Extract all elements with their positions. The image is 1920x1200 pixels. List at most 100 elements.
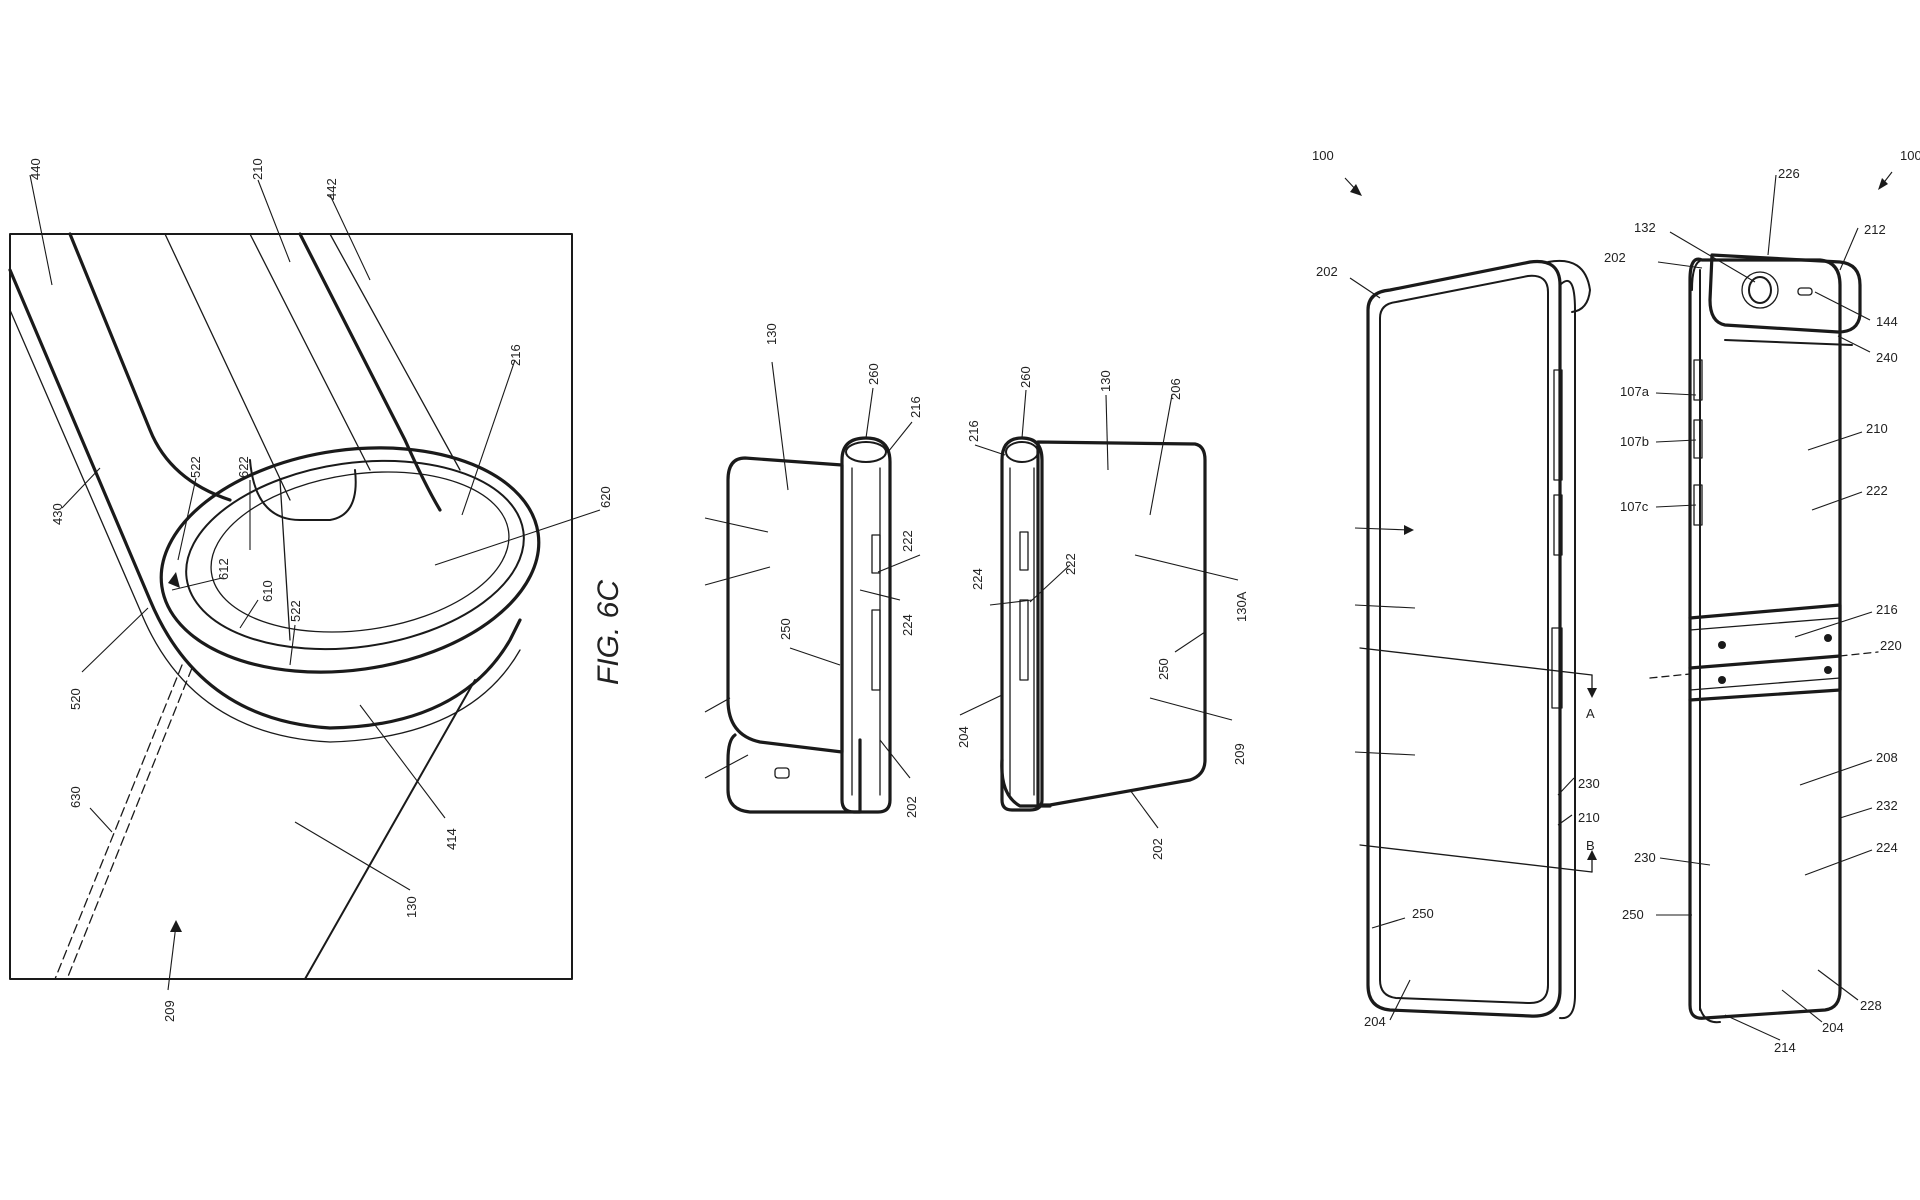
left-button-1 <box>872 535 880 573</box>
folded-device-left-view: 130 260 216 222 224 250 202 <box>705 323 923 818</box>
hinge-screw-3 <box>1718 676 1726 684</box>
label-202-front: 202 <box>1316 264 1338 279</box>
label-107c: 107c <box>1620 499 1649 514</box>
label-130: 130 <box>404 896 419 918</box>
label-204-front: 204 <box>1364 1014 1386 1029</box>
hinge-screw-4 <box>1824 666 1832 674</box>
back-body-outer <box>1690 259 1840 1018</box>
label-220: 220 <box>1880 638 1902 653</box>
label-224-back: 224 <box>1876 840 1898 855</box>
left-hinge-top <box>846 442 886 462</box>
hinge-screw-1 <box>1718 641 1726 649</box>
right-hinge-top <box>1006 442 1038 462</box>
label-216: 216 <box>508 344 523 366</box>
hidden-line-630-a <box>55 665 182 979</box>
right-spine-outer <box>1002 438 1042 810</box>
rail-line-3 <box>330 234 460 470</box>
front-screen <box>1380 276 1548 1003</box>
right-panel <box>1038 442 1205 805</box>
label-204-back: 204 <box>1822 1020 1844 1035</box>
label-130A: 130A <box>1234 591 1249 622</box>
label-610: 610 <box>260 580 275 602</box>
label-260-right: 260 <box>1018 366 1033 388</box>
label-630: 630 <box>68 786 83 808</box>
label-522-top: 522 <box>188 456 203 478</box>
label-216-left: 216 <box>908 396 923 418</box>
unfolded-device-back-view: 226 100 132 212 202 144 240 107a 107b 10… <box>1604 148 1920 1055</box>
label-250-right: 250 <box>1156 658 1171 680</box>
unfolded-device-front-view: 100 202 A 230 210 B 250 204 <box>1312 148 1600 1029</box>
hidden-line-630-b <box>67 668 192 979</box>
label-250-front: 250 <box>1412 906 1434 921</box>
label-107b: 107b <box>1620 434 1649 449</box>
left-panel-spine-outer <box>842 438 890 812</box>
label-230-front: 230 <box>1578 776 1600 791</box>
label-144: 144 <box>1876 314 1898 329</box>
label-100-back: 100 <box>1900 148 1920 163</box>
label-232: 232 <box>1876 798 1898 813</box>
label-132: 132 <box>1634 220 1656 235</box>
rail-line-2 <box>250 234 370 470</box>
label-222-left: 222 <box>900 530 915 552</box>
label-202-left: 202 <box>904 796 919 818</box>
fig-6c-detail-view: 440 210 442 216 430 522 622 620 612 610 … <box>10 158 625 1022</box>
ring-outer <box>147 425 554 696</box>
front-body-outer <box>1368 261 1560 1016</box>
section-line-A <box>1360 648 1592 675</box>
label-414: 414 <box>444 828 459 850</box>
label-210-front: 210 <box>1578 810 1600 825</box>
label-B: B <box>1586 838 1595 853</box>
camera-base <box>1725 340 1852 345</box>
left-panel <box>728 458 842 752</box>
label-230-back: 230 <box>1634 850 1656 865</box>
label-226: 226 <box>1778 166 1800 181</box>
label-216-back: 216 <box>1876 602 1898 617</box>
camera-module <box>1710 255 1860 332</box>
label-260-left: 260 <box>866 363 881 385</box>
label-130-left: 130 <box>764 323 779 345</box>
label-520: 520 <box>68 688 83 710</box>
label-212: 212 <box>1864 222 1886 237</box>
label-620: 620 <box>598 486 613 508</box>
label-214: 214 <box>1774 1040 1796 1055</box>
label-100-front: 100 <box>1312 148 1334 163</box>
hinge-axis-dash-left <box>1650 674 1690 678</box>
label-204-right: 204 <box>956 726 971 748</box>
label-430: 430 <box>50 503 65 525</box>
rail-line-1 <box>165 234 290 500</box>
ring-seat <box>201 454 520 650</box>
label-210: 210 <box>250 158 265 180</box>
label-224-right: 224 <box>970 568 985 590</box>
label-210-back: 210 <box>1866 421 1888 436</box>
label-240: 240 <box>1876 350 1898 365</box>
label-107a: 107a <box>1620 384 1650 399</box>
left-button-2 <box>872 610 880 690</box>
label-A: A <box>1586 706 1595 721</box>
label-209-right: 209 <box>1232 743 1247 765</box>
right-button-2 <box>1020 600 1028 680</box>
label-202-right: 202 <box>1150 838 1165 860</box>
label-522-bottom: 522 <box>288 600 303 622</box>
hinge-screw-2 <box>1824 634 1832 642</box>
outer-band-inner-line <box>10 310 520 742</box>
slot-left-wall <box>70 234 230 500</box>
label-206: 206 <box>1168 378 1183 400</box>
folded-device-right-view: 260 216 130 206 222 224 130A 250 204 209… <box>956 366 1249 860</box>
label-222-right: 222 <box>1063 553 1078 575</box>
label-224-left: 224 <box>900 614 915 636</box>
hinge-line-top <box>1690 618 1840 630</box>
hinge-line-bottom <box>1690 678 1840 690</box>
outer-band-outline <box>10 270 520 728</box>
flash-sensor <box>1798 288 1812 295</box>
label-222-back: 222 <box>1866 483 1888 498</box>
right-button-1 <box>1020 532 1028 570</box>
label-440: 440 <box>28 158 43 180</box>
hinge-center-line <box>1690 656 1840 668</box>
label-130-right: 130 <box>1098 370 1113 392</box>
left-bottom-port <box>775 768 789 778</box>
label-208: 208 <box>1876 750 1898 765</box>
label-442: 442 <box>324 178 339 200</box>
label-209: 209 <box>162 1000 177 1022</box>
label-202-back: 202 <box>1604 250 1626 265</box>
